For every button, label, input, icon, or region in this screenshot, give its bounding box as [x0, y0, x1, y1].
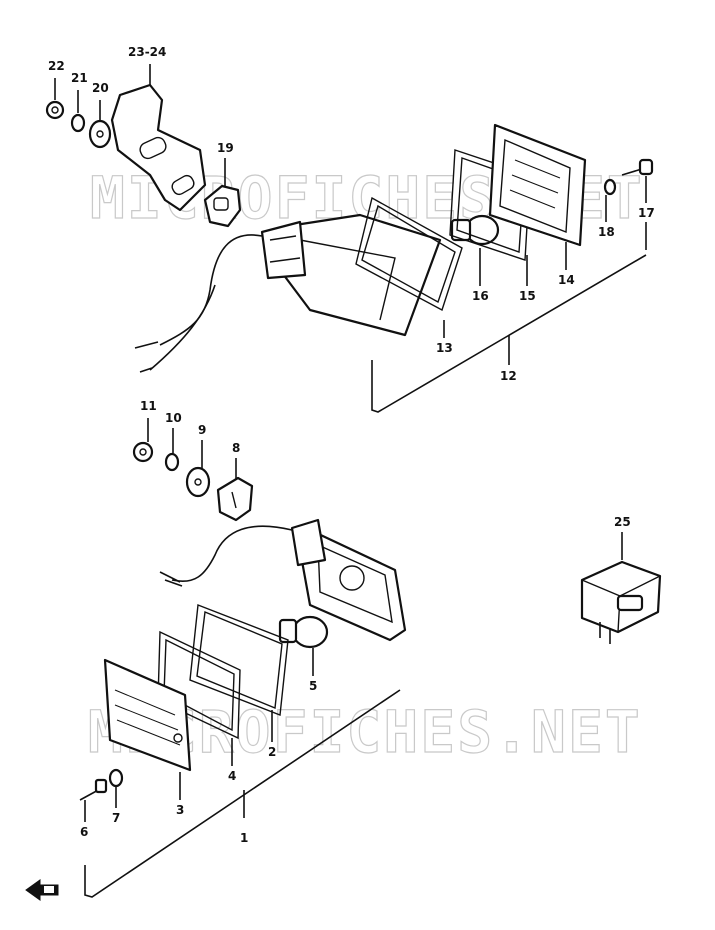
screw-part: [94, 778, 108, 794]
label-part-17: 17: [638, 206, 655, 220]
lock-washer-part: [164, 452, 180, 472]
label-part-10: 10: [165, 411, 182, 425]
part-labels: 22 21 20 23-24 19 13 16 15 14 18 17 12 1…: [48, 45, 655, 845]
label-part-6: 6: [80, 825, 88, 839]
label-part-3: 3: [176, 803, 184, 817]
label-part-21: 21: [71, 71, 88, 85]
label-part-12: 12: [500, 369, 517, 383]
front-direction-arrow-icon: [25, 879, 59, 901]
label-part-22: 22: [48, 59, 65, 73]
upper-leader-lines: [54, 64, 647, 413]
label-part-23-24: 23-24: [128, 45, 166, 59]
washer-part: [88, 119, 112, 149]
label-part-1: 1: [240, 831, 248, 845]
label-part-15: 15: [519, 289, 536, 303]
label-part-14: 14: [558, 273, 575, 287]
label-part-9: 9: [198, 423, 206, 437]
rim-gasket-part: [189, 604, 289, 716]
signal-stem-part: [290, 518, 327, 567]
label-part-2: 2: [268, 745, 276, 759]
label-part-20: 20: [92, 81, 109, 95]
label-part-8: 8: [232, 441, 240, 455]
nut-part: [45, 100, 65, 120]
grommet-part: [203, 184, 242, 228]
label-part-16: 16: [472, 289, 489, 303]
label-part-25: 25: [614, 515, 631, 529]
label-part-13: 13: [436, 341, 453, 355]
label-part-11: 11: [140, 399, 157, 413]
lens-part: [103, 658, 192, 772]
nut-part: [132, 441, 154, 463]
signal-stem-part: [260, 220, 307, 280]
bulb-part: [291, 615, 329, 649]
flasher-relay-part: [580, 532, 662, 644]
lens-gasket-part: [157, 630, 241, 740]
upper-turn-signal-assembly: [45, 83, 654, 373]
lens-gasket-part: [355, 196, 463, 312]
label-part-4: 4: [228, 769, 236, 783]
small-washer-part: [603, 178, 617, 196]
screw-part: [638, 158, 654, 176]
label-part-18: 18: [598, 225, 615, 239]
lock-washer-part: [70, 113, 86, 133]
label-part-5: 5: [309, 679, 317, 693]
lower-leader-lines: [84, 418, 401, 898]
washer-part: [185, 466, 211, 498]
small-washer-part: [108, 768, 124, 788]
label-part-7: 7: [112, 811, 120, 825]
label-part-19: 19: [217, 141, 234, 155]
grommet-part: [216, 476, 254, 522]
bracket-part: [110, 83, 207, 212]
lower-turn-signal-assembly: [79, 441, 407, 801]
